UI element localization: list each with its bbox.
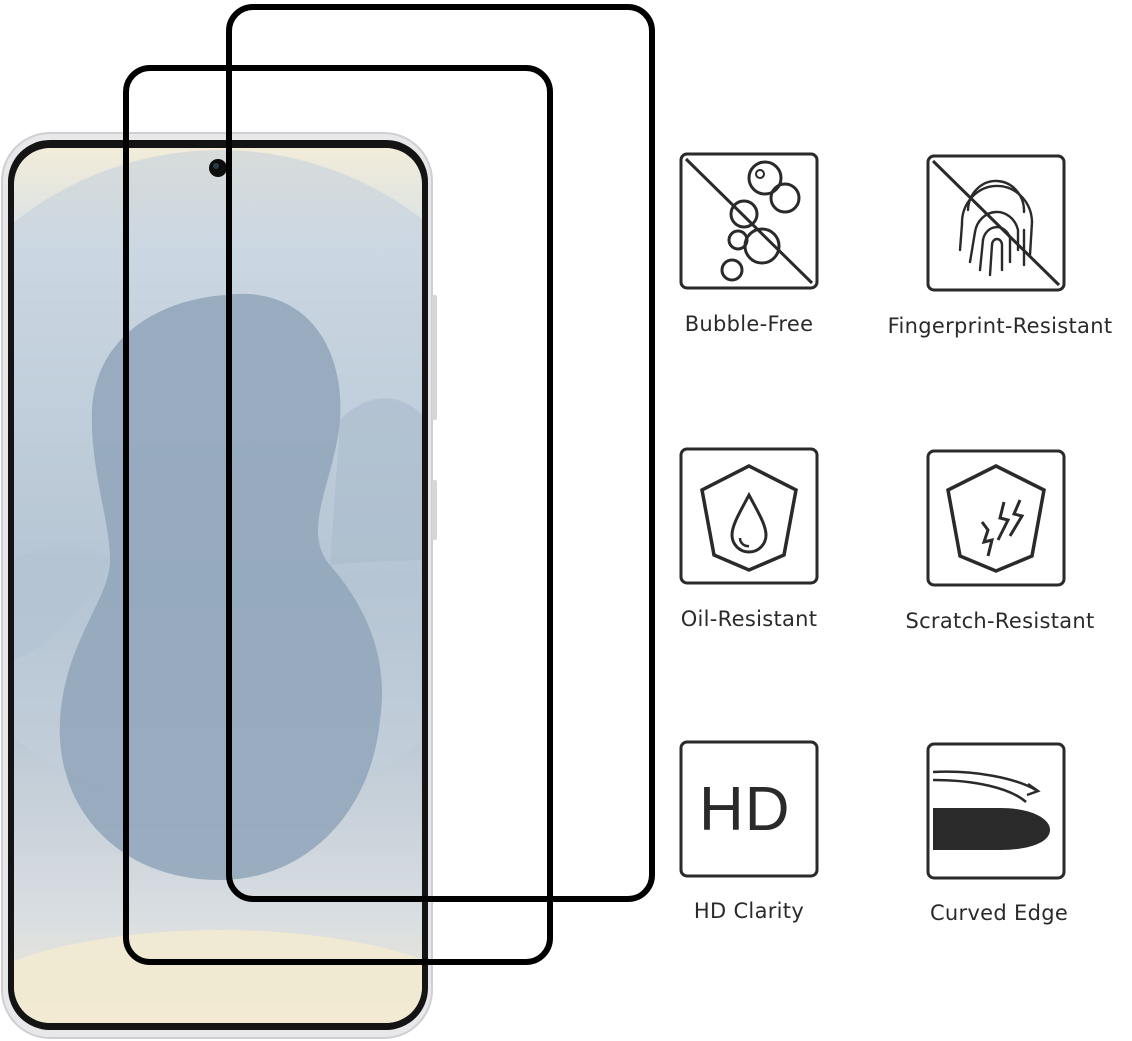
scratch-resistant-label: Scratch-Resistant [905,609,1095,633]
oil-drop-shield-icon [679,447,819,585]
phone-side-button [432,480,437,540]
phone-screen [14,148,422,1023]
hd-icon-text: HD [699,775,791,844]
curved-edge-label: Curved Edge [929,901,1069,925]
scratch-shield-icon [926,449,1066,587]
screen-protector-back [226,4,655,902]
bubble-free-label: Bubble-Free [684,312,814,336]
hd-clarity-label: HD Clarity [693,899,805,923]
phone-side-button [432,295,437,420]
bubbles-crossed-icon [679,152,819,290]
hd-icon [679,740,819,878]
oil-resistant-label: Oil-Resistant [680,607,818,631]
wallpaper-s-shape [59,293,382,880]
screen-protector-front [123,65,553,965]
fingerprint-crossed-icon [926,154,1066,292]
fingerprint-resistant-label: Fingerprint-Resistant [887,314,1113,338]
curved-edge-icon [926,742,1066,880]
